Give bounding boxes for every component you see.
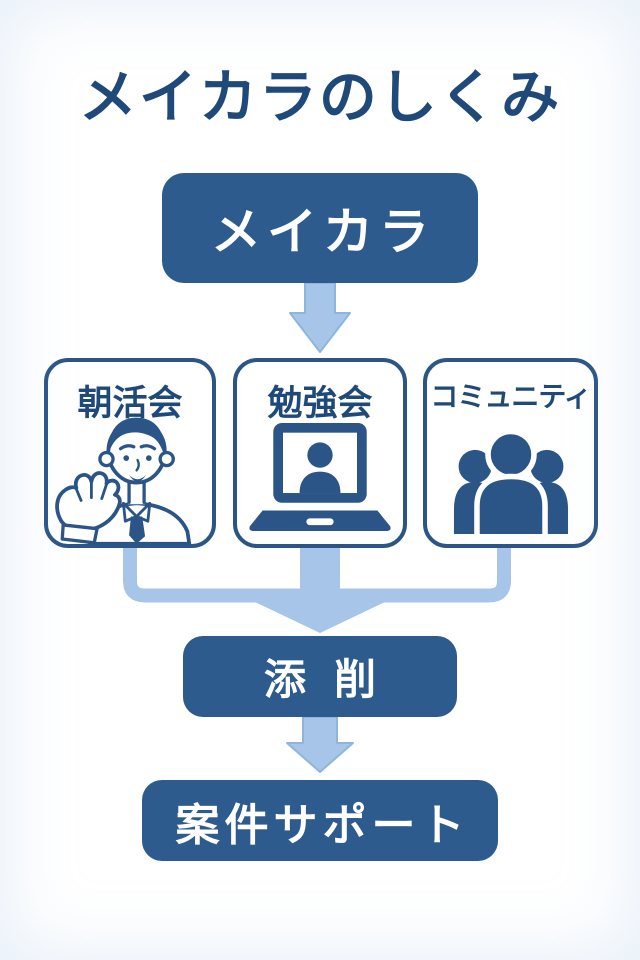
- node-anken-support-label: 案件サポート: [175, 799, 470, 851]
- node-tensaku-label: 添削: [263, 655, 404, 704]
- node-anken-support: 案件サポート: [142, 780, 498, 861]
- merge-connector-icon: [123, 548, 511, 633]
- node-meikara: メイカラ: [162, 173, 478, 283]
- card-community: コミュニティ: [423, 358, 598, 548]
- arrow-down-icon: [289, 283, 351, 353]
- card-asakatsu: 朝活会: [44, 358, 216, 548]
- node-tensaku: 添削: [183, 636, 457, 717]
- card-benkyokai-label: 勉強会: [267, 384, 373, 424]
- page-title: メイカラのしくみ: [78, 63, 562, 131]
- arrow-down-icon: [286, 717, 354, 773]
- node-meikara-label: メイカラ: [211, 203, 435, 261]
- laptop-meeting-icon: [249, 423, 391, 532]
- people-group-icon: [453, 429, 568, 534]
- waving-man-icon: [55, 417, 192, 544]
- card-benkyokai: 勉強会: [233, 358, 407, 548]
- card-community-label: コミュニティ: [430, 380, 591, 413]
- card-asakatsu-label: 朝活会: [77, 384, 183, 424]
